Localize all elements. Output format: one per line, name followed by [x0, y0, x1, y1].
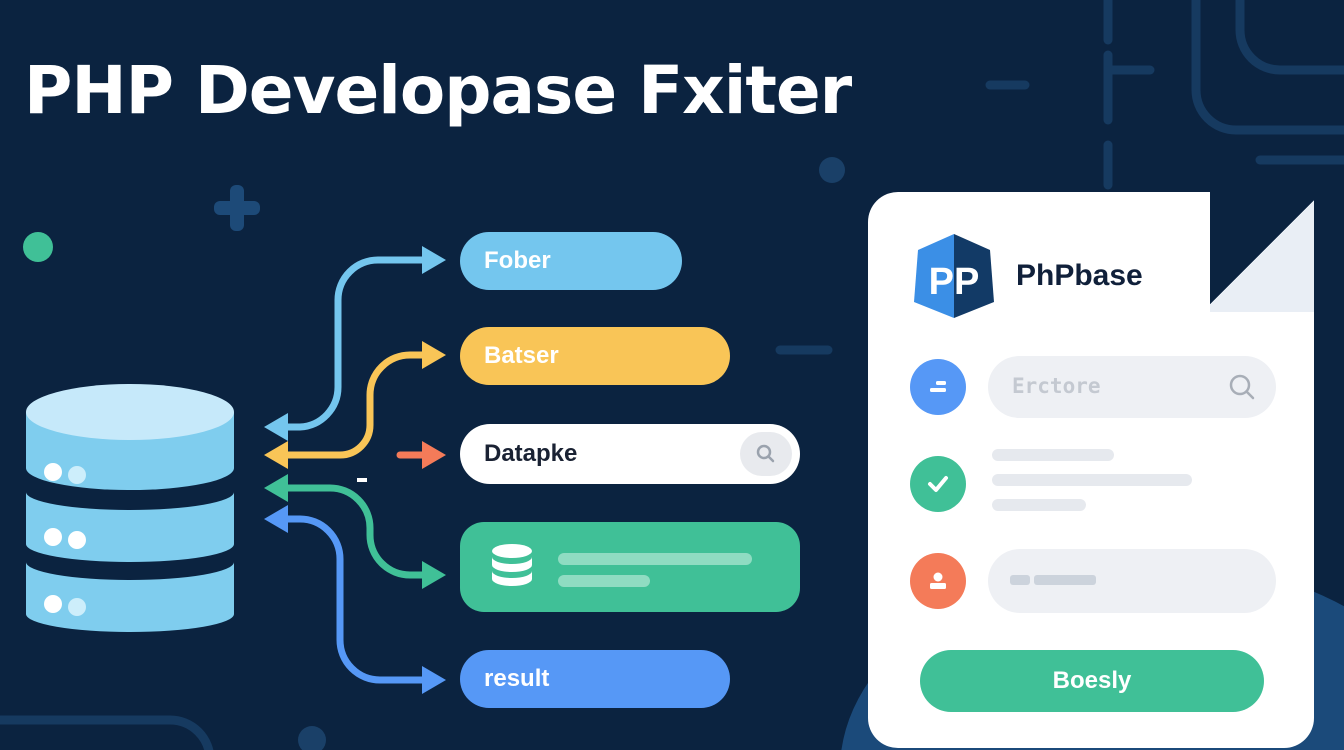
flow-item-database[interactable] — [460, 522, 800, 612]
check-icon — [910, 456, 966, 512]
placeholder-lines — [558, 547, 758, 587]
database-icon — [492, 544, 532, 586]
search-icon[interactable] — [1228, 373, 1256, 401]
flow-item-search[interactable]: Datapke — [460, 424, 800, 484]
flow-item-batser[interactable]: Batser — [460, 327, 730, 385]
page-title: PHP Developase Fxiter — [24, 52, 852, 129]
panel-search-placeholder: Erctore — [1012, 374, 1101, 398]
database-icon — [26, 384, 234, 632]
flow-item-label: Datapke — [484, 440, 578, 467]
flow-item-result[interactable]: result — [460, 650, 730, 708]
placeholder-line — [992, 474, 1192, 486]
list-icon — [910, 359, 966, 415]
flow-item-label: Batser — [484, 342, 559, 369]
flow-item-fober[interactable]: Fober — [460, 232, 682, 290]
brand-header: PP PhPbase — [912, 232, 1143, 320]
brand-name: PhPbase — [1016, 259, 1143, 292]
phpbase-logo-icon: PP — [914, 234, 994, 318]
page-fold — [1210, 192, 1314, 312]
panel-action-button[interactable]: Boesly — [920, 650, 1264, 712]
flow-item-label: result — [484, 665, 550, 692]
panel-user-field[interactable] — [988, 549, 1276, 613]
panel-search-field[interactable]: Erctore — [988, 356, 1276, 418]
search-button[interactable] — [740, 432, 792, 476]
flow-item-label: Fober — [484, 247, 551, 274]
svg-text:PP: PP — [929, 261, 980, 303]
search-icon — [756, 444, 775, 463]
placeholder-line — [992, 449, 1114, 461]
placeholder-line — [992, 499, 1086, 511]
user-icon — [910, 553, 966, 609]
